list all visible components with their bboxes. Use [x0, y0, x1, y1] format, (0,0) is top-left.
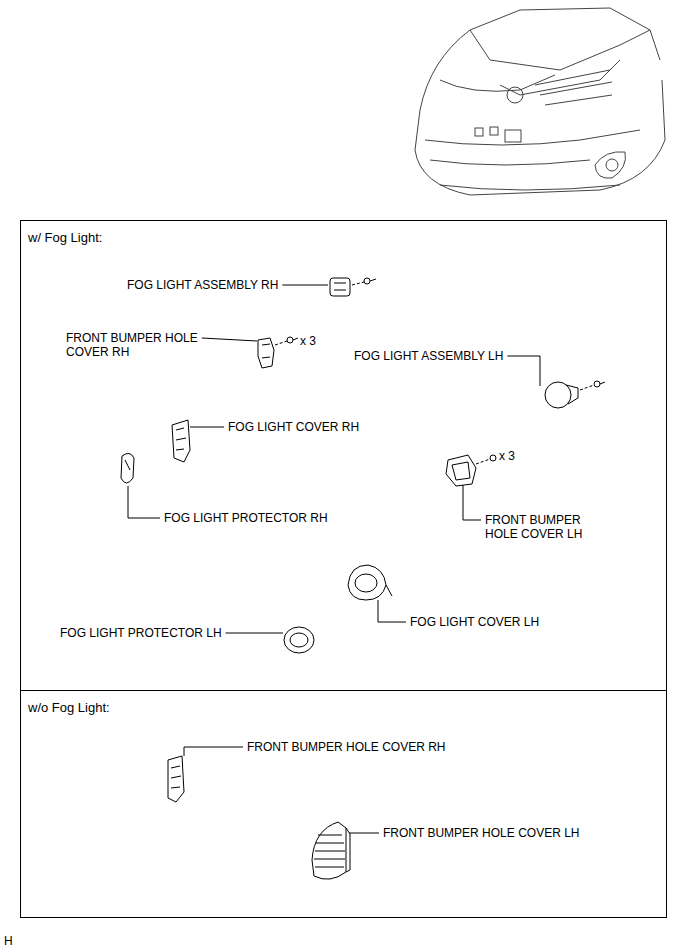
leader-line [202, 338, 257, 341]
section-title: w/ Fog Light: [28, 230, 102, 245]
fog-light-cover [172, 420, 190, 462]
part-name: FRONT BUMPER HOLE COVER RH [66, 331, 206, 359]
leader-line [282, 285, 328, 286]
leader-line [349, 833, 379, 834]
leader-line [378, 600, 406, 622]
bumper-hole-cover [312, 822, 350, 879]
fog-light-assembly [330, 278, 376, 296]
quantity-note: x 3 [300, 334, 316, 348]
part-name: FOG LIGHT COVER RH [228, 420, 359, 434]
leader-line [184, 747, 243, 756]
leader-line [128, 486, 160, 518]
section-panel: w/o Fog Light: [20, 690, 667, 918]
part-name: FOG LIGHT ASSEMBLY RH [127, 278, 278, 292]
sheet-code: H [4, 934, 13, 948]
part-name: FOG LIGHT ASSEMBLY LH [354, 349, 503, 363]
part-name: FOG LIGHT PROTECTOR LH [60, 626, 222, 640]
leader-line [226, 633, 283, 634]
fog-light-assembly [545, 381, 605, 408]
part-name: FRONT BUMPER HOLE COVER LH [383, 826, 579, 840]
fog-light-protector [284, 627, 314, 653]
leader-line [507, 356, 540, 386]
part-name: FOG LIGHT COVER LH [410, 615, 539, 629]
leader-line [190, 427, 224, 428]
bumper-hole-cover [168, 756, 184, 802]
part-name: FRONT BUMPER HOLE COVER RH [247, 740, 445, 754]
part-name: FOG LIGHT PROTECTOR RH [164, 511, 328, 525]
bumper-hole-cover [446, 455, 496, 486]
fog-light-cover [348, 565, 392, 600]
leader-line [463, 485, 481, 520]
fog-light-protector [121, 453, 134, 483]
section-panel: w/ Fog Light: [20, 220, 667, 691]
bumper-hole-cover [258, 337, 298, 368]
car-front [415, 8, 665, 195]
quantity-note: x 3 [499, 449, 515, 463]
part-name: FRONT BUMPER HOLE COVER LH [485, 513, 597, 541]
section-title: w/o Fog Light: [28, 700, 110, 715]
